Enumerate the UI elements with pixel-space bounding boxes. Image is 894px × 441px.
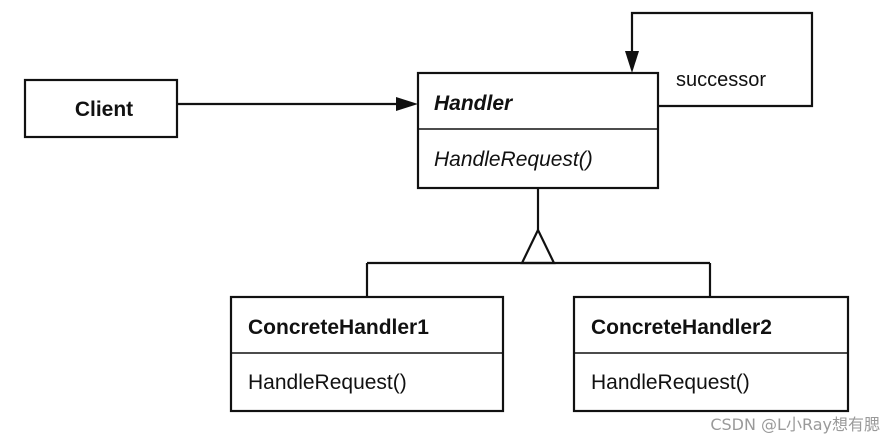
successor-association: successor <box>625 11 814 108</box>
client-box <box>23 78 179 139</box>
concrete-handler-1-box <box>229 295 505 413</box>
watermark: CSDN @L小Ray想有腮 <box>710 415 880 434</box>
concrete-handler-2-box <box>572 295 850 413</box>
successor-line <box>630 11 814 108</box>
concrete-handler-1-class: ConcreteHandler1 HandleRequest() <box>229 295 505 413</box>
handler-operation: HandleRequest() <box>434 148 593 171</box>
client-name: Client <box>75 98 133 121</box>
concrete-handler-1-name: ConcreteHandler1 <box>248 316 429 339</box>
handler-class: Handler HandleRequest() <box>416 71 660 190</box>
client-handler-association <box>177 97 418 111</box>
successor-arrowhead <box>625 51 639 73</box>
inheritance-triangle <box>520 227 556 265</box>
concrete-handler-2-name: ConcreteHandler2 <box>591 316 772 339</box>
association-arrowhead <box>396 97 418 111</box>
handler-name: Handler <box>434 92 514 115</box>
successor-label: successor <box>676 69 766 91</box>
generalization <box>365 188 712 297</box>
concrete-handler-1-operation: HandleRequest() <box>248 371 407 394</box>
concrete-handler-2-operation: HandleRequest() <box>591 371 750 394</box>
handler-box <box>416 71 660 190</box>
concrete-handler-2-class: ConcreteHandler2 HandleRequest() <box>572 295 850 413</box>
client-class: Client <box>23 78 179 139</box>
